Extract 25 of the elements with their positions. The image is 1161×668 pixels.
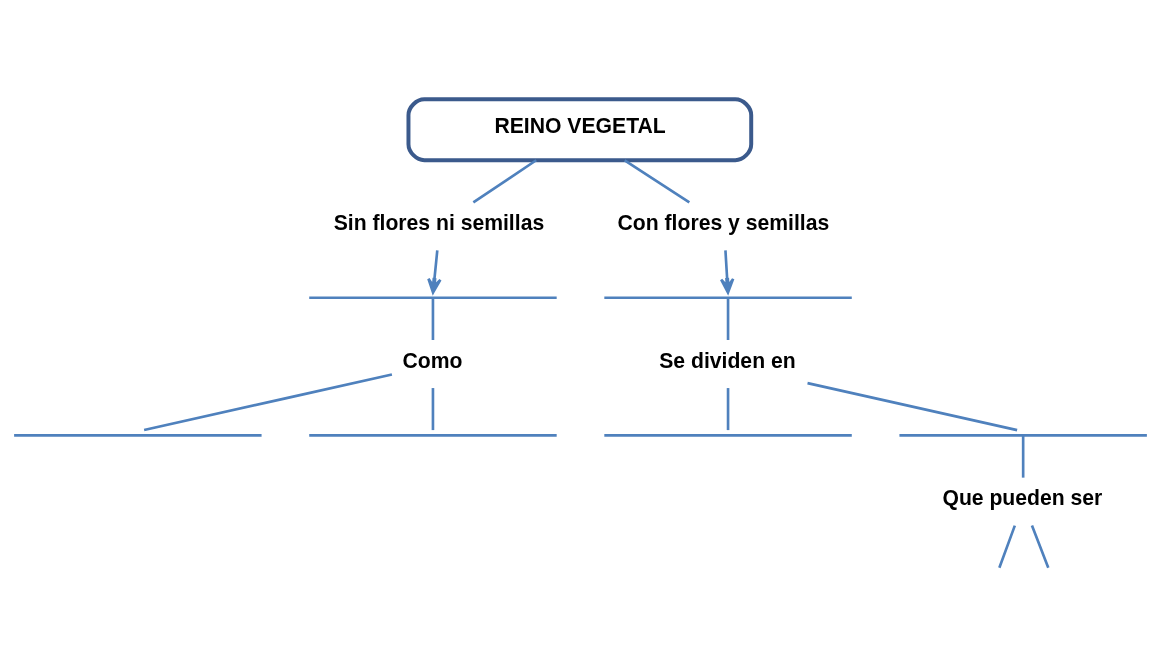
node-text: Se dividen en [659,348,796,372]
connector [431,388,435,431]
connector [807,381,1018,432]
node-line [309,434,557,437]
node-line [604,434,852,437]
node-text: Que pueden ser [942,486,1103,510]
connector [726,298,730,340]
node-box: REINO VEGETAL [406,97,754,163]
node-text: Sin flores ni semillas [333,211,545,235]
connector [1030,525,1050,569]
connector [431,298,435,340]
node-text: Como [402,348,463,372]
connector [1021,435,1025,478]
arrow [719,250,735,294]
node-text: Con flores y semillas [617,211,830,235]
connector [998,525,1017,569]
node-line [309,296,557,300]
connector [726,388,730,431]
connector [143,373,393,432]
connector [472,159,537,204]
arrow [427,250,442,294]
connector [623,159,691,204]
node-line [14,434,262,437]
node-line [604,296,852,300]
node-line [899,434,1147,437]
